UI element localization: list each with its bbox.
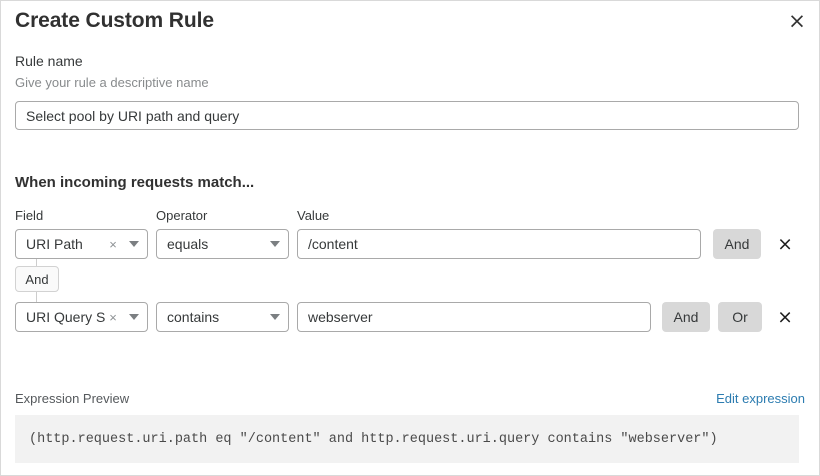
operator-select-2[interactable]: contains — [156, 302, 289, 332]
add-and-button-2[interactable]: And — [662, 302, 710, 332]
operator-select-2-value: contains — [167, 309, 220, 325]
rule-name-help-text: Give your rule a descriptive name — [15, 75, 209, 90]
close-icon[interactable] — [783, 7, 811, 35]
remove-condition-button-2[interactable] — [773, 305, 797, 329]
field-select-2[interactable]: URI Query St... × — [15, 302, 148, 332]
rule-name-input[interactable] — [15, 101, 799, 130]
operator-select-1-value: equals — [167, 236, 209, 252]
connector-line-bottom — [36, 292, 37, 302]
expression-preview-label: Expression Preview — [15, 391, 130, 406]
value-input-2[interactable] — [297, 302, 651, 332]
chevron-down-icon[interactable] — [262, 314, 288, 320]
column-header-field: Field — [15, 208, 44, 223]
add-and-button-1[interactable]: And — [713, 229, 761, 259]
field-select-1-value: URI Path — [26, 236, 83, 252]
rule-name-label: Rule name — [15, 53, 83, 69]
group-connector-and[interactable]: And — [15, 266, 59, 292]
field-select-2-value: URI Query St... — [26, 309, 105, 325]
clear-icon[interactable]: × — [109, 236, 117, 252]
chevron-down-icon[interactable] — [262, 241, 288, 247]
field-select-1[interactable]: URI Path × — [15, 229, 148, 259]
edit-expression-link[interactable]: Edit expression — [716, 391, 805, 406]
chevron-down-icon[interactable] — [121, 241, 147, 247]
condition-row: URI Path × equals And — [1, 229, 820, 259]
clear-icon[interactable]: × — [109, 309, 117, 325]
page-title: Create Custom Rule — [15, 9, 214, 32]
column-header-operator: Operator — [156, 208, 208, 223]
conditions-heading: When incoming requests match... — [15, 174, 255, 191]
add-or-button-2[interactable]: Or — [718, 302, 762, 332]
chevron-down-icon[interactable] — [121, 314, 147, 320]
remove-condition-button-1[interactable] — [773, 232, 797, 256]
value-input-1[interactable] — [297, 229, 701, 259]
column-header-value: Value — [297, 208, 330, 223]
condition-row: URI Query St... × contains And Or — [1, 302, 820, 332]
expression-preview-code: (http.request.uri.path eq "/content" and… — [15, 415, 799, 463]
operator-select-1[interactable]: equals — [156, 229, 289, 259]
connector-line-top — [36, 259, 37, 267]
